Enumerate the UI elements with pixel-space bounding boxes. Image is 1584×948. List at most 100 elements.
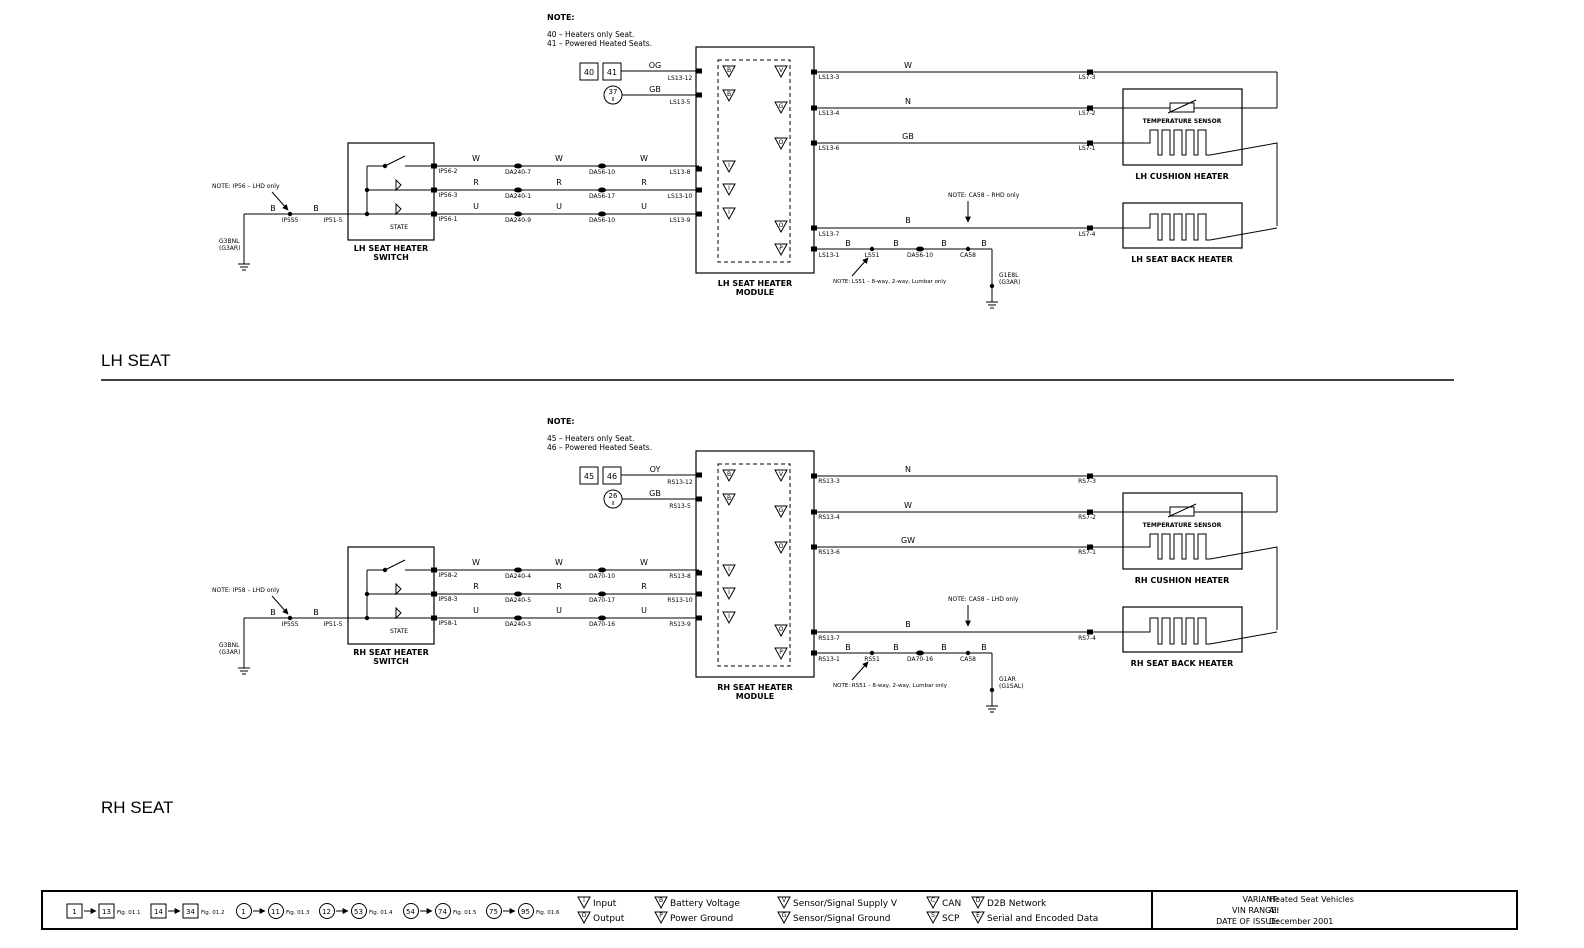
connector-label: LS7-2 bbox=[1079, 110, 1096, 117]
variant-value: Heated Seat Vehicles bbox=[1269, 895, 1354, 904]
inline-connector-label: DA70-10 bbox=[589, 573, 615, 580]
note-title: NOTE: bbox=[547, 13, 575, 22]
module-terminal: I bbox=[722, 564, 736, 578]
legend-ref-box bbox=[182, 903, 199, 919]
ground-label: G1AR bbox=[999, 676, 1016, 683]
legend-symbol-glyph: P bbox=[659, 912, 663, 919]
sensor-variable-arrow bbox=[1167, 503, 1197, 518]
wire-color-label: B bbox=[313, 608, 319, 617]
wire-color-label: U bbox=[641, 202, 647, 211]
variant-label: VARIANT: bbox=[1242, 895, 1279, 904]
module-terminal: O bbox=[774, 220, 788, 234]
terminal-letter: I bbox=[728, 209, 730, 216]
legend-ref-from: 12 bbox=[322, 908, 331, 916]
ground-splice-label: IP5S5 bbox=[282, 621, 299, 628]
inline-connector bbox=[598, 187, 606, 193]
connector-label: RS13-6 bbox=[818, 549, 840, 556]
module-terminal: P bbox=[774, 647, 788, 661]
legend-fig-label: Fig. 01.3 bbox=[286, 910, 310, 916]
terminal-triangle bbox=[722, 469, 736, 483]
wire-color-label: U bbox=[556, 606, 562, 615]
connector-label: RS7-2 bbox=[1078, 514, 1096, 521]
inline-connector-label: DA240-5 bbox=[505, 597, 531, 604]
note-line: 46 – Powered Heated Seats. bbox=[547, 443, 652, 452]
wire-color-label: W bbox=[555, 558, 563, 567]
seat-heater-module bbox=[695, 46, 815, 274]
terminal-letter: B bbox=[727, 471, 731, 478]
wire-color-label: GB bbox=[902, 132, 914, 141]
terminal-triangle bbox=[722, 493, 736, 507]
module-terminal: I bbox=[722, 160, 736, 174]
connector-label: RS13-7 bbox=[818, 635, 840, 642]
ground-symbol bbox=[986, 294, 998, 309]
inline-connector-label: DA56-10 bbox=[907, 252, 933, 259]
wire-color-label: B bbox=[981, 643, 987, 652]
legend-ref-circle bbox=[518, 903, 534, 919]
module-terminal: P bbox=[774, 243, 788, 257]
module-pin-left bbox=[696, 570, 702, 576]
terminal-triangle bbox=[774, 65, 788, 79]
lh-seat-circuit: NOTE:40 – Heaters only Seat.41 – Powered… bbox=[212, 13, 1278, 309]
wire-color-label: U bbox=[641, 606, 647, 615]
legend-symbol-label: D2B Network bbox=[987, 899, 1047, 909]
back-heater-label: LH SEAT BACK HEATER bbox=[1131, 255, 1233, 264]
sensor-label: TEMPERATURE SENSOR bbox=[1143, 522, 1222, 529]
ground-splice bbox=[869, 650, 875, 656]
circle-ref-sub: II bbox=[612, 97, 615, 103]
module-dashed-boundary bbox=[717, 59, 791, 263]
wire-color-label: B bbox=[845, 643, 851, 652]
note-title: NOTE: bbox=[547, 417, 575, 426]
legend-fig-label: Fig. 01.6 bbox=[536, 910, 560, 916]
module-terminal: G bbox=[774, 505, 788, 519]
terminal-letter: O bbox=[779, 543, 784, 550]
wire-color-label: R bbox=[641, 178, 647, 187]
legend-symbol-glyph: O bbox=[582, 912, 587, 919]
legend-ref-circle bbox=[435, 903, 451, 919]
inline-connector bbox=[514, 567, 522, 573]
sensor-variable-arrow bbox=[1167, 99, 1197, 114]
back-heater-label: RH SEAT BACK HEATER bbox=[1131, 659, 1234, 668]
legend-ref-box bbox=[150, 903, 167, 919]
ground-label: (G3AR) bbox=[999, 279, 1020, 286]
legend-fig-label: Fig. 01.4 bbox=[369, 910, 393, 916]
cushion-heater-label: LH CUSHION HEATER bbox=[1135, 172, 1228, 181]
terminal-triangle bbox=[722, 160, 736, 174]
ground-splice-label: RS51 bbox=[864, 656, 880, 663]
ground-pin-label: IP51-5 bbox=[323, 217, 342, 224]
rh-seat-circuit: NOTE:45 – Heaters only Seat.46 – Powered… bbox=[212, 417, 1278, 713]
wire-color-label: W bbox=[555, 154, 563, 163]
inline-connector-label: DA56-10 bbox=[589, 217, 615, 224]
connector-label: RS13-4 bbox=[818, 514, 840, 521]
ground-label: G3BNL bbox=[219, 238, 240, 245]
terminal-triangle bbox=[722, 207, 736, 221]
fig-box-label: 45 bbox=[584, 472, 594, 481]
legend-ref-circle bbox=[403, 903, 419, 919]
wire-color-label: U bbox=[473, 606, 479, 615]
connector-label: RS13-10 bbox=[667, 597, 693, 604]
ground-label: (G1SAL) bbox=[999, 683, 1024, 690]
legend-ref-from: 1 bbox=[72, 908, 76, 916]
seat-heater-switch bbox=[347, 546, 435, 645]
inline-connector bbox=[514, 187, 522, 193]
lower-note: NOTE: CA58 – RHD only bbox=[948, 192, 1020, 199]
ground-splice-label: CA58 bbox=[960, 252, 976, 259]
switch-pin-label: IP58-2 bbox=[438, 572, 457, 579]
temperature-sensor-symbol bbox=[1169, 506, 1195, 517]
switch-node bbox=[364, 591, 370, 597]
terminal-triangle bbox=[722, 564, 736, 578]
fig-box-label: 40 bbox=[584, 68, 594, 77]
wire-color-label: GB bbox=[649, 489, 661, 498]
legend-triangle bbox=[926, 896, 940, 910]
module-dashed-boundary bbox=[717, 463, 791, 667]
ground-splice bbox=[965, 650, 971, 656]
wire-color-label: B bbox=[845, 239, 851, 248]
